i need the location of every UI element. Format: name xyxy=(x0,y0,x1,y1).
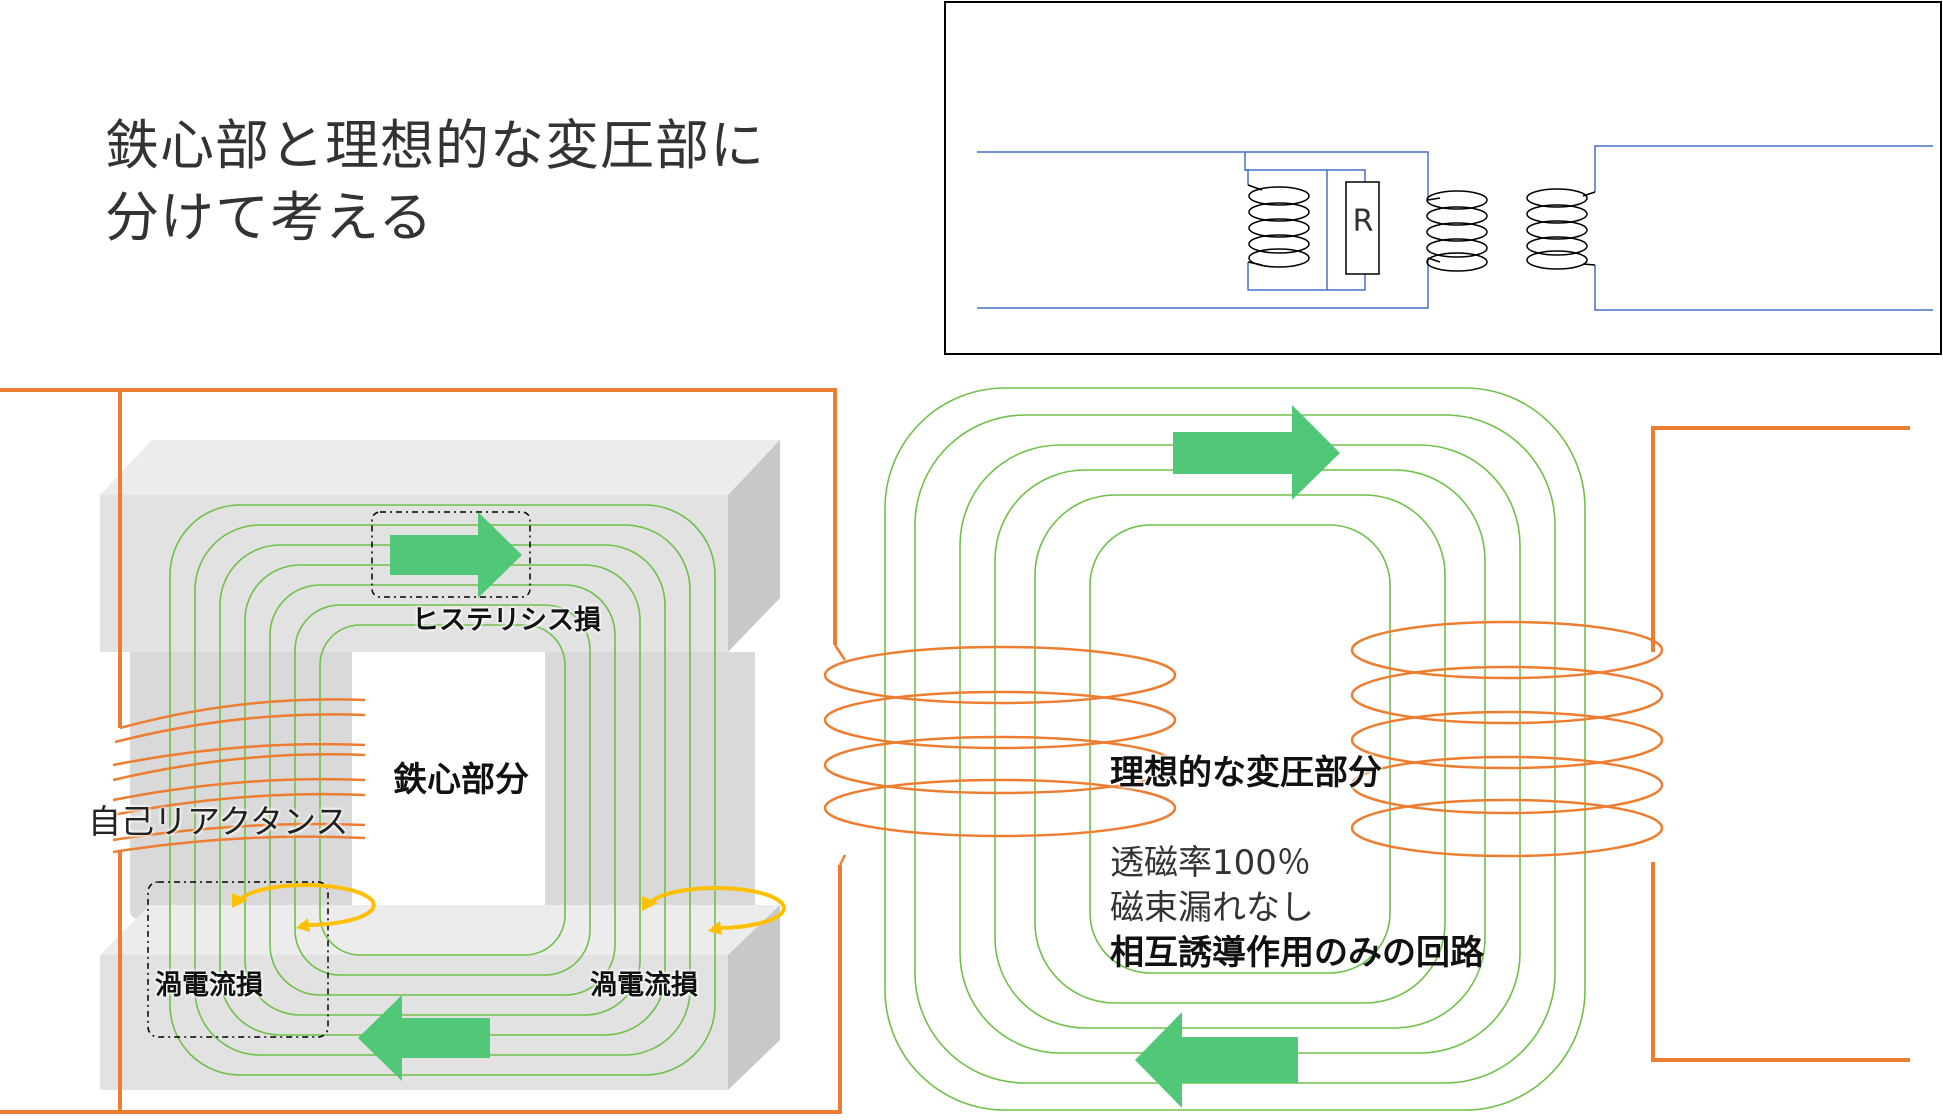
ideal-note-permeability: 透磁率100％ xyxy=(1110,843,1311,883)
ideal-primary-coil-icon xyxy=(823,644,1177,866)
core-top-bar-side xyxy=(728,440,780,652)
ideal-note-mutual-induction: 相互誘導作用のみの回路 xyxy=(1110,933,1484,973)
magnetizing-inductor-icon xyxy=(1247,184,1310,268)
ideal-flux-arrow-left-icon xyxy=(1135,1012,1298,1108)
core-top-bar-top xyxy=(100,440,780,495)
eddy-highlight-box xyxy=(147,881,329,1038)
ideal-secondary-coil-icon xyxy=(1350,620,1664,858)
circuit-wires xyxy=(977,145,1933,311)
eddy-loss-left-label: 渦電流損 xyxy=(155,970,263,1001)
core-winding-icon xyxy=(112,698,366,854)
ideal-transformer-label: 理想的な変圧部分 xyxy=(1110,753,1382,793)
hysteresis-loss-label: ヒステリシス損 xyxy=(412,605,601,636)
eddy-loss-right-label: 渦電流損 xyxy=(590,970,698,1001)
eddy-current-right-icon xyxy=(642,886,786,935)
resistor-label: R xyxy=(1352,204,1374,239)
slide-title: 鉄心部と理想的な変圧部に 分けて考える xyxy=(105,110,765,254)
circuit-frame xyxy=(944,1,1942,355)
core-right-leg xyxy=(545,652,755,912)
ideal-flux-arrow-right-icon xyxy=(1173,405,1340,500)
eddy-current-left-icon xyxy=(232,883,376,932)
secondary-coil-icon xyxy=(1526,188,1596,270)
ideal-note-no-leakage: 磁束漏れなし xyxy=(1110,888,1314,928)
core-lead-wires xyxy=(0,388,842,1114)
core-part-label: 鉄心部分 xyxy=(393,760,529,800)
resistor xyxy=(1345,181,1380,275)
hysteresis-highlight-box xyxy=(371,511,531,598)
core-bottom-bar-side xyxy=(728,905,780,1090)
primary-coil-icon xyxy=(1426,190,1488,272)
self-reactance-label: 自己リアクタンス xyxy=(88,802,349,841)
core-flux-arrow-right-icon xyxy=(390,512,522,598)
title-line-1: 鉄心部と理想的な変圧部に xyxy=(105,114,765,177)
title-line-2: 分けて考える xyxy=(105,186,434,249)
secondary-lead-wires xyxy=(1651,426,1910,1062)
core-flux-arrow-left-icon xyxy=(358,995,490,1081)
